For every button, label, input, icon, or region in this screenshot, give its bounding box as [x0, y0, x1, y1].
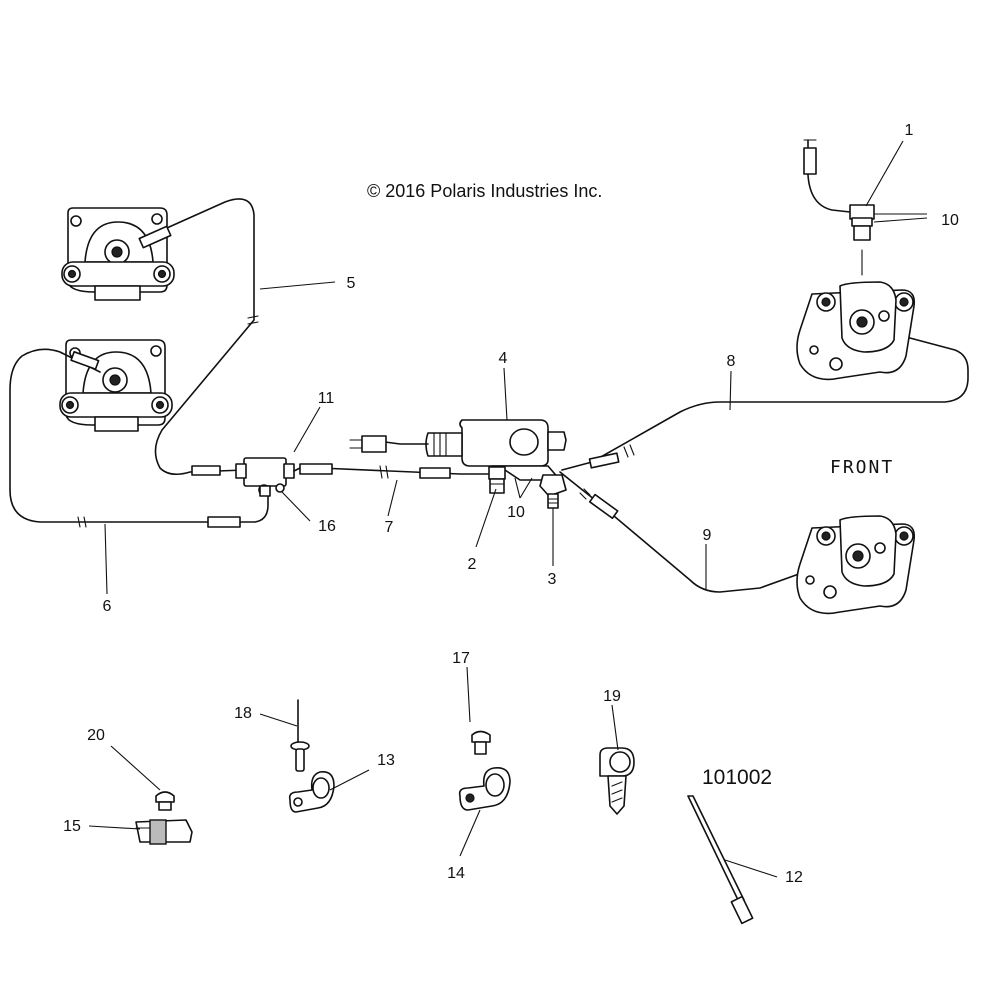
- brake-switch-icon: [539, 474, 567, 509]
- front-direction-label: FRONT: [830, 457, 894, 478]
- cable-tie-12-icon: [687, 795, 754, 925]
- screw-17-icon: [471, 730, 491, 755]
- callout-14: 14: [447, 865, 465, 882]
- callout-labels: 1 10 5 4 8 11 16 7 2 10 3 9 6 17 19 18 1…: [63, 122, 959, 886]
- brake-line-6-icon: [9, 348, 269, 528]
- push-rivet-icon: [290, 699, 310, 772]
- callout-5: 5: [347, 275, 356, 292]
- front-lower-caliper-icon: [796, 515, 916, 615]
- cable-tie-mount-19-icon: [599, 747, 635, 815]
- copyright-text: © 2016 Polaris Industries Inc.: [367, 181, 602, 201]
- brake-line-5-icon: [138, 198, 259, 476]
- callout-1: 1: [905, 122, 914, 139]
- callout-10-lower: 10: [507, 504, 525, 521]
- callout-16: 16: [318, 518, 336, 535]
- callout-2: 2: [468, 556, 477, 573]
- figure-number: 101002: [702, 766, 772, 789]
- callout-15: 15: [63, 818, 81, 835]
- callout-19: 19: [603, 688, 621, 705]
- callout-10-upper: 10: [941, 212, 959, 229]
- callout-7: 7: [385, 519, 394, 536]
- callout-12: 12: [785, 869, 803, 886]
- banjo-bolt-upper-icon: [803, 139, 875, 276]
- p-clip-13-icon: [288, 770, 335, 813]
- banjo-bolt-icon: [488, 466, 506, 494]
- callout-6: 6: [103, 598, 112, 615]
- callout-17: 17: [452, 650, 470, 667]
- front-upper-caliper-icon: [796, 281, 916, 381]
- screw-20-icon: [155, 791, 175, 811]
- callout-18: 18: [234, 705, 252, 722]
- callout-13: 13: [377, 752, 395, 769]
- rear-left-upper-caliper-icon: [61, 207, 175, 301]
- callout-20: 20: [87, 727, 105, 744]
- callout-9: 9: [703, 527, 712, 544]
- cable-clamp-15-icon: [135, 819, 193, 845]
- tee-block-icon: [235, 457, 295, 497]
- callout-8: 8: [727, 353, 736, 370]
- brake-line-7-icon: [293, 463, 491, 479]
- p-clip-14-icon: [458, 766, 511, 811]
- leader-lines: [88, 140, 928, 878]
- callout-3: 3: [548, 571, 557, 588]
- callout-4: 4: [499, 350, 508, 367]
- callout-11: 11: [318, 390, 335, 407]
